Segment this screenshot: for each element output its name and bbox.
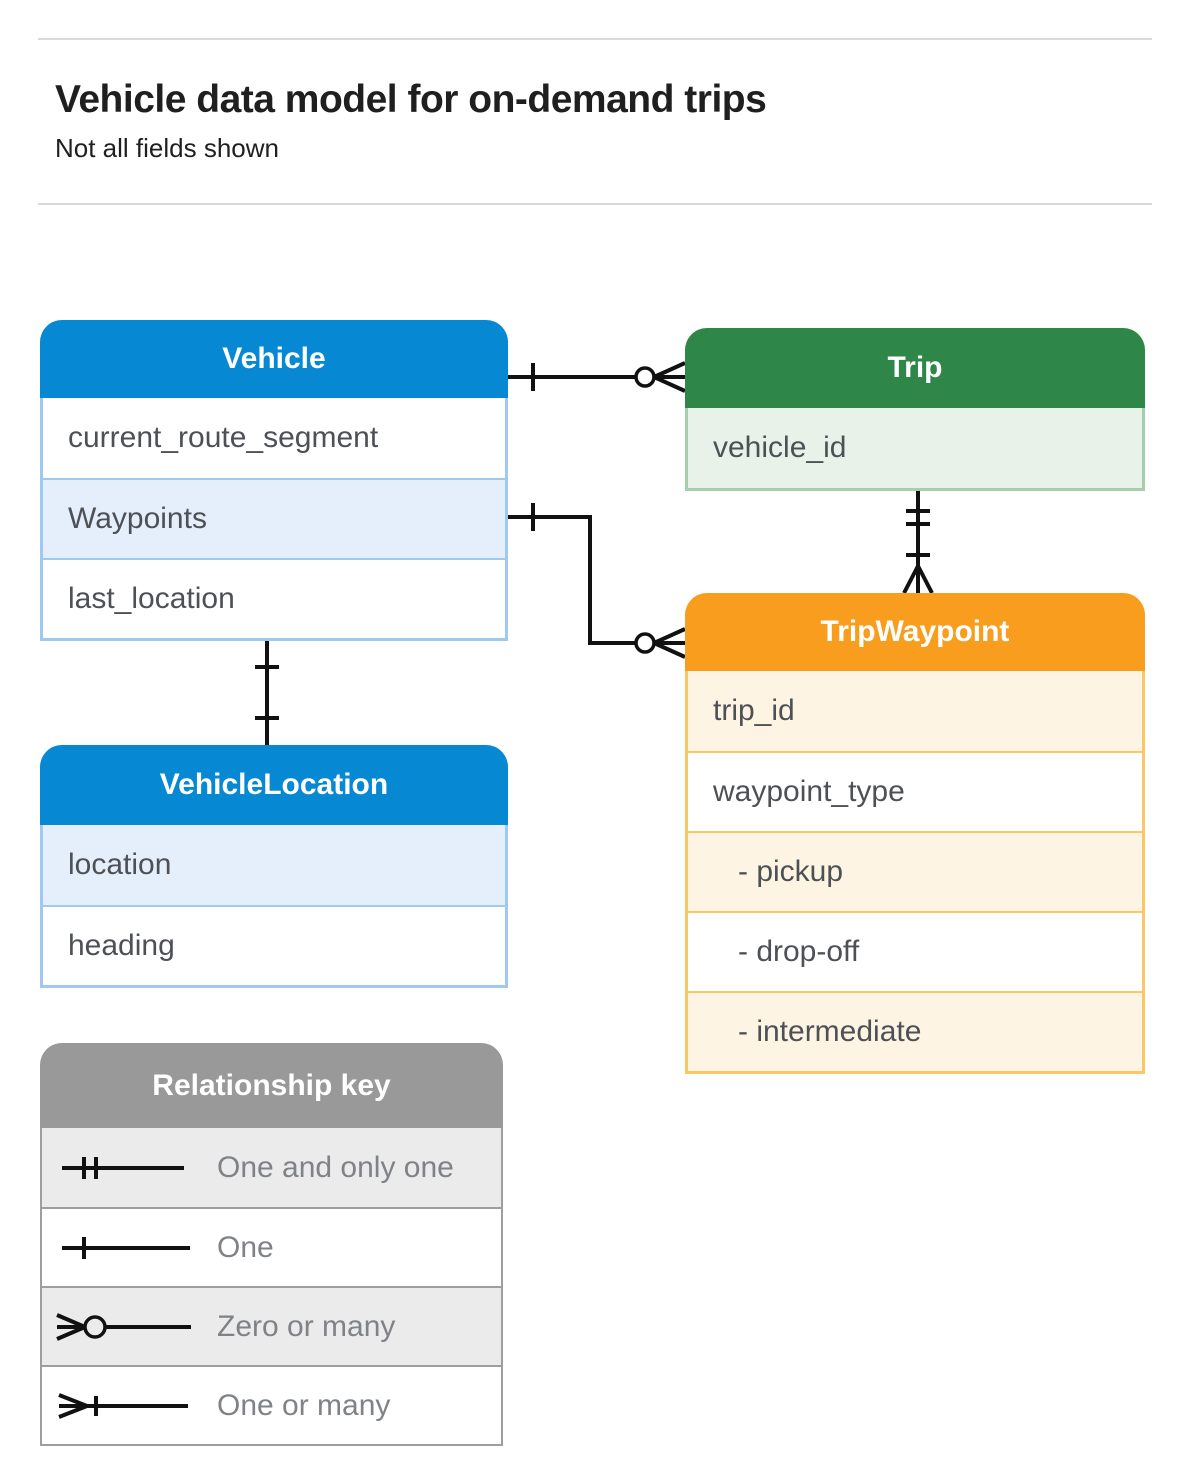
- vehicle-table-body: current_route_segment Waypoints last_loc…: [40, 398, 508, 641]
- table-row: trip_id: [688, 671, 1142, 751]
- one-icon: [62, 1236, 190, 1259]
- table-row: last_location: [43, 558, 505, 638]
- vehiclelocation-table-body: location heading: [40, 825, 508, 988]
- connector-trip-tripwaypoint: [902, 488, 934, 594]
- vehicle-table-title: Vehicle: [222, 342, 326, 375]
- tripwaypoint-table-header: TripWaypoint: [685, 593, 1145, 671]
- legend-label: Zero or many: [217, 1309, 396, 1343]
- tripwaypoint-table-title: TripWaypoint: [820, 615, 1010, 648]
- table-row: vehicle_id: [688, 408, 1142, 488]
- legend-label: One: [217, 1230, 274, 1264]
- relationship-key-header: Relationship key: [40, 1043, 503, 1128]
- table-row: waypoint_type: [688, 751, 1142, 831]
- tripwaypoint-table-body: trip_id waypoint_type - pickup - drop-of…: [685, 671, 1145, 1074]
- tripwaypoint-table: TripWaypoint trip_id waypoint_type - pic…: [685, 593, 1145, 1074]
- relationship-key-title: Relationship key: [152, 1068, 391, 1102]
- field-label: heading: [68, 929, 175, 962]
- divider-top: [38, 38, 1152, 40]
- zero-or-many-icon: [56, 1312, 191, 1341]
- legend-item: One or many: [42, 1365, 501, 1444]
- field-label: trip_id: [713, 694, 795, 727]
- page-subtitle: Not all fields shown: [55, 133, 279, 163]
- table-row: - pickup: [688, 831, 1142, 911]
- trip-table-title: Trip: [887, 351, 943, 384]
- field-label: location: [68, 848, 172, 881]
- field-label: - pickup: [738, 855, 844, 888]
- table-row: Waypoints: [43, 478, 505, 558]
- trip-table: Trip vehicle_id: [685, 328, 1145, 491]
- field-label: last_location: [68, 582, 235, 615]
- divider-header-bottom: [38, 203, 1152, 205]
- table-row: location: [43, 825, 505, 905]
- field-label: vehicle_id: [713, 431, 847, 464]
- relationship-key-body: One and only one One Zero or many: [40, 1128, 503, 1446]
- one-and-only-one-icon: [62, 1156, 184, 1179]
- one-or-many-icon: [58, 1392, 188, 1419]
- field-label: - drop-off: [738, 935, 860, 968]
- relationship-key: Relationship key One and only one One: [40, 1043, 503, 1446]
- table-row: - intermediate: [688, 991, 1142, 1071]
- legend-item: One and only one: [42, 1128, 501, 1207]
- legend-item: One: [42, 1207, 501, 1286]
- vehicle-table-header: Vehicle: [40, 320, 508, 398]
- vehiclelocation-table-title: VehicleLocation: [159, 768, 389, 801]
- vehicle-table: Vehicle current_route_segment Waypoints …: [40, 320, 508, 641]
- field-label: - intermediate: [738, 1015, 922, 1048]
- vehiclelocation-table: VehicleLocation location heading: [40, 745, 508, 988]
- field-label: current_route_segment: [68, 421, 379, 454]
- legend-item: Zero or many: [42, 1286, 501, 1365]
- connector-vehicle-vehiclelocation: [255, 637, 279, 745]
- connector-waypoints-tripwaypoint: [508, 503, 686, 659]
- legend-label: One or many: [217, 1388, 391, 1422]
- table-row: heading: [43, 905, 505, 985]
- page-title: Vehicle data model for on-demand trips: [55, 78, 767, 121]
- field-label: Waypoints: [68, 502, 207, 535]
- table-row: current_route_segment: [43, 398, 505, 478]
- vehiclelocation-table-header: VehicleLocation: [40, 745, 508, 825]
- trip-table-body: vehicle_id: [685, 408, 1145, 491]
- connector-vehicle-trip: [508, 361, 686, 393]
- trip-table-header: Trip: [685, 328, 1145, 408]
- legend-label: One and only one: [217, 1150, 454, 1184]
- table-row: - drop-off: [688, 911, 1142, 991]
- field-label: waypoint_type: [713, 775, 905, 808]
